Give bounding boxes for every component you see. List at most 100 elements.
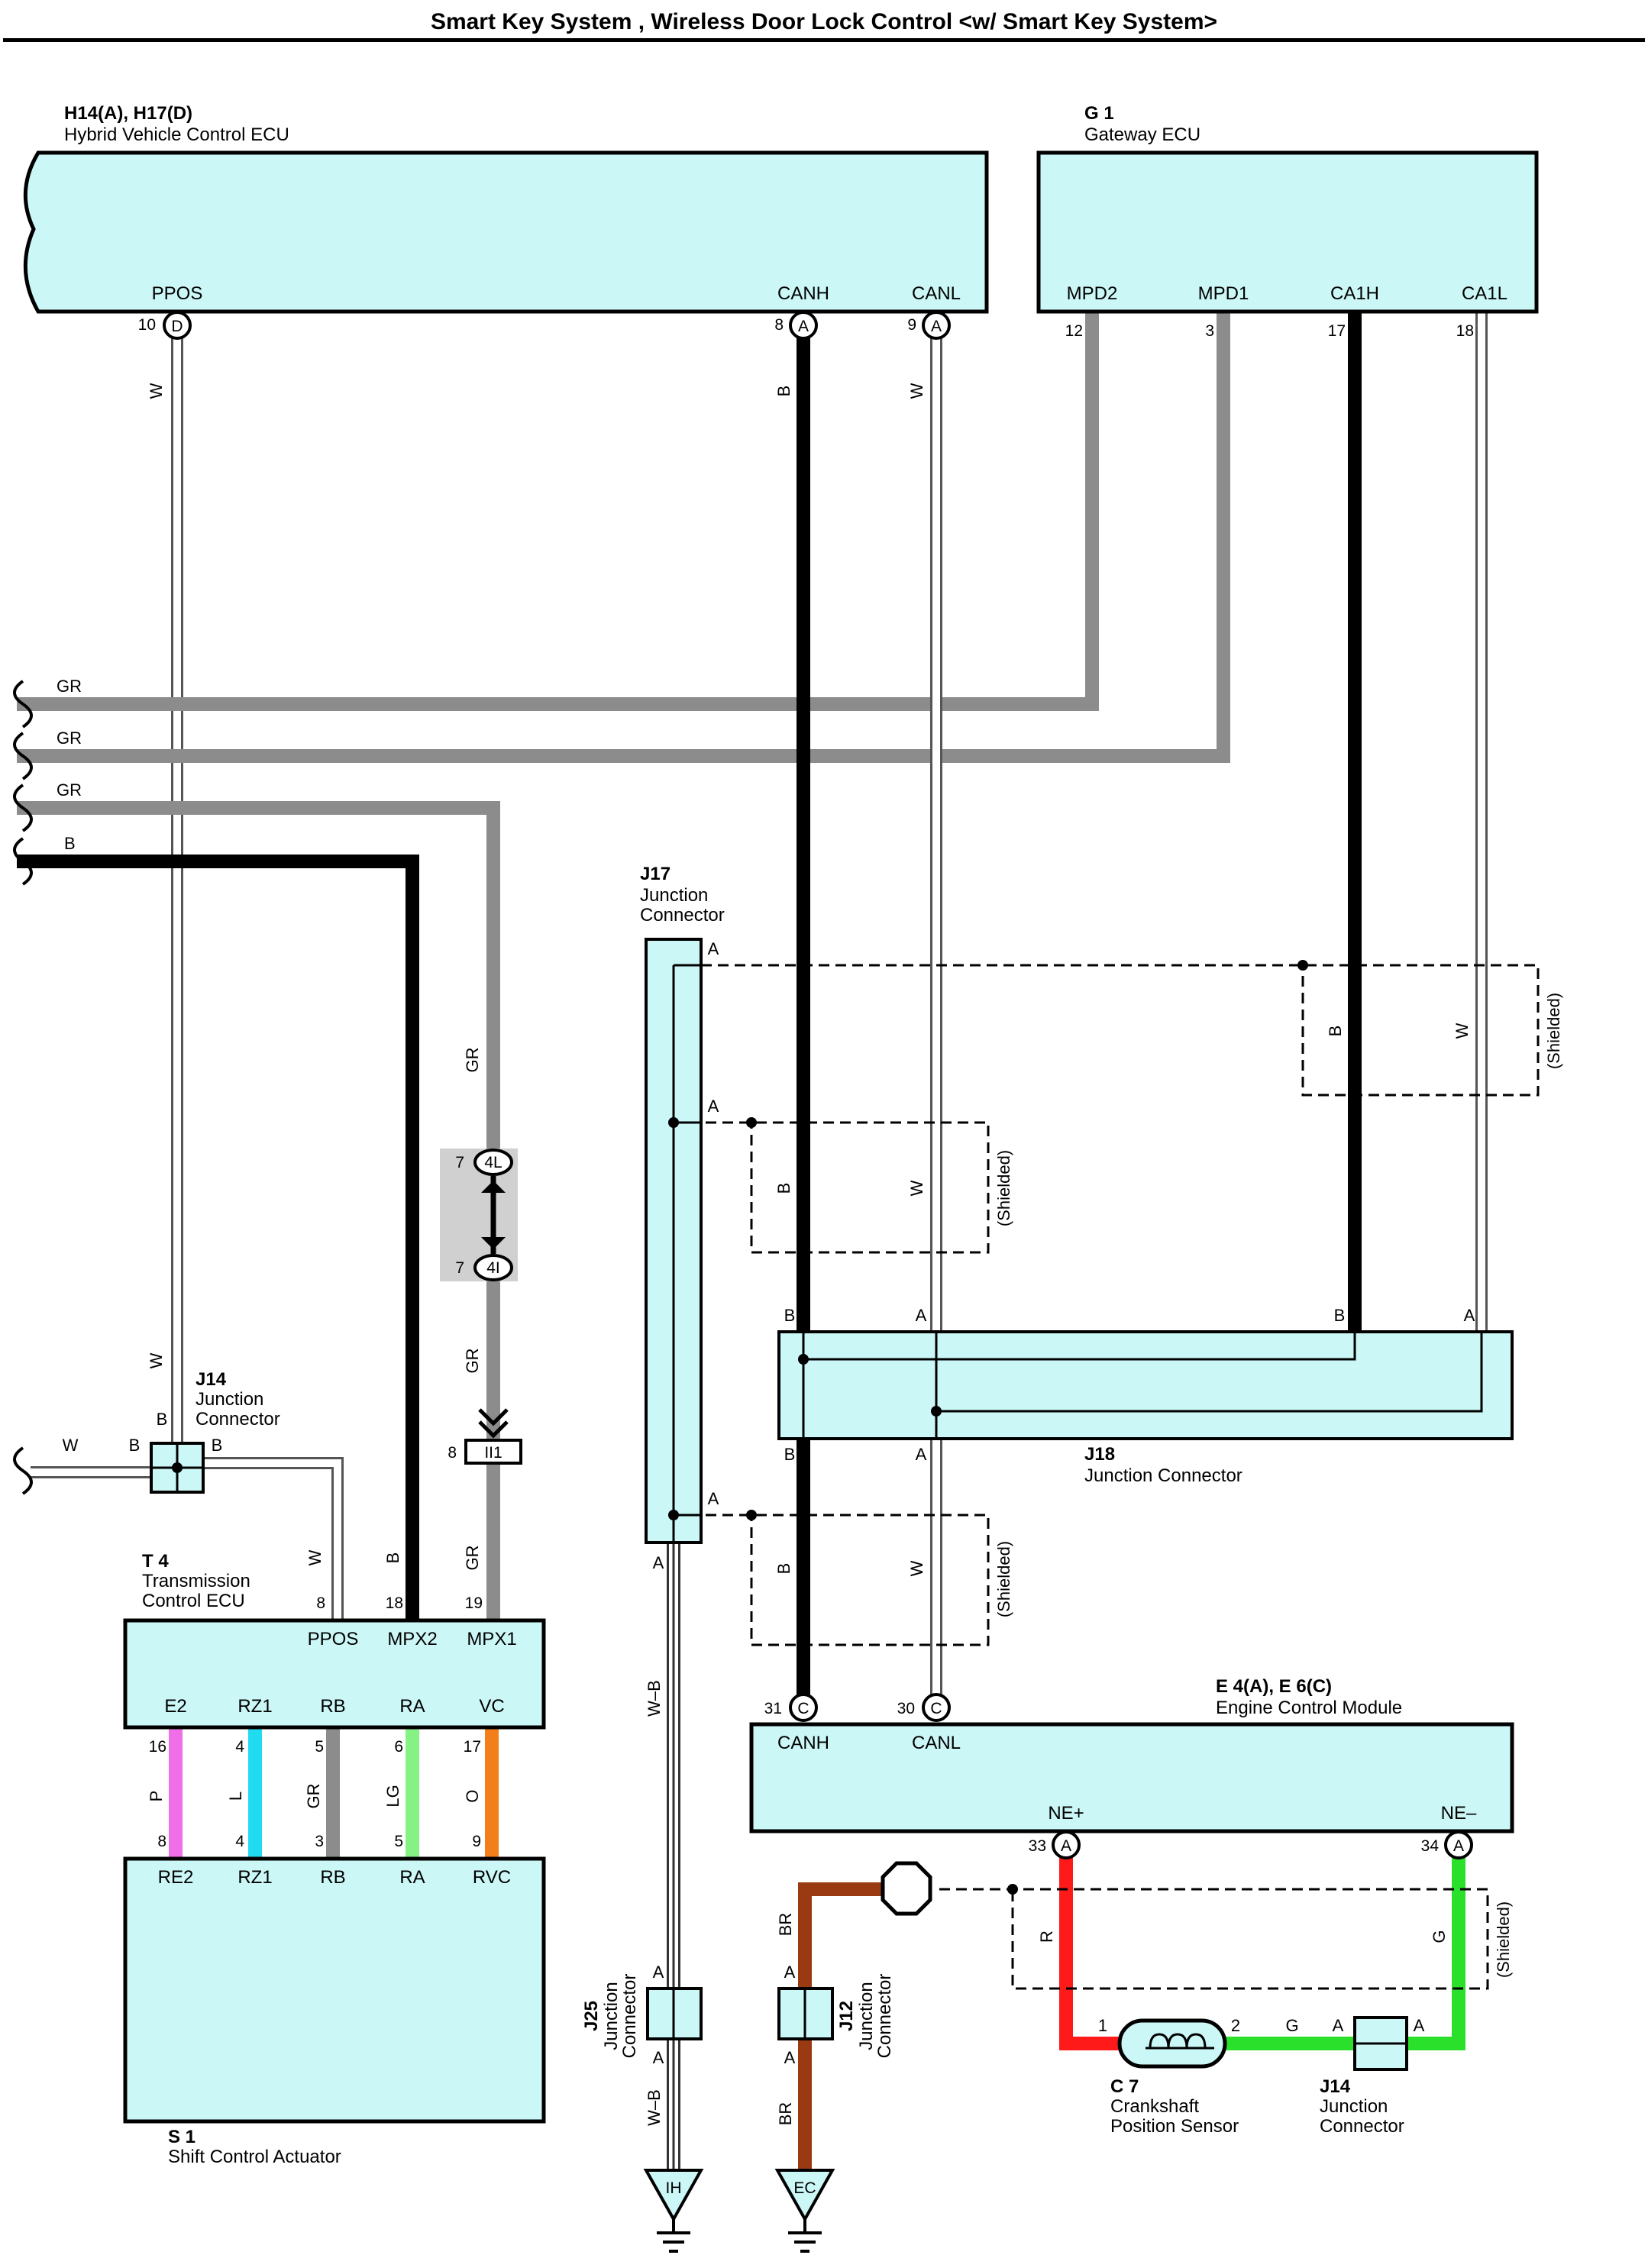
label-lg: LG — [383, 1785, 402, 1807]
hv-pin-ppos-num: 10 — [138, 316, 156, 334]
j12-junction: A A J12 Junction Connector — [777, 1963, 895, 2067]
ground-ih: IH — [643, 2169, 704, 2253]
gateway-code: G 1 — [1084, 103, 1114, 124]
diagram-title: Smart Key System , Wireless Door Lock Co… — [431, 9, 1217, 34]
hv-pin-canl-num: 9 — [907, 316, 916, 334]
ii1-label: II1 — [484, 1444, 502, 1462]
wire-labels-actuator: P L GR LG O — [147, 1784, 482, 1809]
wire-white-j14-branches — [31, 1457, 344, 1619]
tcm-pin-rb: RB — [320, 1696, 345, 1717]
ecm-ne-minus-conn: A — [1453, 1837, 1464, 1855]
label-gr-2: GR — [57, 729, 82, 748]
c7-name1: Crankshaft — [1110, 2096, 1199, 2117]
j14-lower-code: J14 — [1320, 2076, 1351, 2097]
conn-4l-pin: 7 — [455, 1154, 464, 1171]
label-w-ppos: W — [147, 383, 166, 399]
tcm-code: T 4 — [142, 1551, 169, 1572]
hv-pin-ppos-conn: D — [171, 318, 183, 335]
tcm-pin-rz1: RZ1 — [238, 1696, 272, 1717]
tcm-pin-mpx2: MPX2 — [387, 1629, 437, 1649]
conn-4l-label: 4L — [484, 1154, 502, 1171]
tcm-name1: Transmission — [142, 1571, 250, 1591]
wires — [17, 313, 1488, 2169]
label-gr-mpx1-mid: GR — [463, 1349, 482, 1374]
label-gr-1: GR — [57, 677, 82, 696]
tcm-num-6: 6 — [394, 1738, 403, 1756]
tcm-num-17: 17 — [464, 1738, 481, 1756]
wire-green-ecm — [1402, 1856, 1465, 2050]
j14-upper-name2: Connector — [195, 1409, 280, 1430]
shift-control-actuator: 8 4 3 5 9 RE2 RZ1 RB RA RVC S 1 Shift Co… — [123, 1833, 546, 2167]
j14-lower-junction: A A J14 Junction Connector — [1320, 2016, 1425, 2137]
shielded-label-4: (Shielded) — [1494, 1901, 1513, 1978]
j14-upper-junction: J14 Junction Connector B B B W — [63, 1369, 280, 1494]
gateway-pin-mpd1: MPD1 — [1198, 283, 1249, 304]
j12-pin-a-bottom: A — [784, 2048, 796, 2067]
label-b-tcm: B — [383, 1552, 402, 1564]
c7-code: C 7 — [1110, 2076, 1139, 2097]
tcm-num-19: 19 — [465, 1594, 483, 1612]
ecm-ne-minus-num: 34 — [1421, 1837, 1440, 1855]
shift-num-9: 9 — [472, 1833, 481, 1850]
j12-name1: Junction — [856, 1982, 877, 2050]
label-w-left-branch: W — [63, 1436, 79, 1455]
label-gr-mpx1-lower: GR — [463, 1546, 482, 1571]
j25-name2: Connector — [619, 1974, 640, 2059]
j12-pin-a-top: A — [784, 1963, 796, 1982]
j17-name1: Junction — [640, 885, 708, 906]
j18-code: J18 — [1084, 1444, 1115, 1465]
j18-name: Junction Connector — [1084, 1465, 1242, 1486]
ecm-pin-canl: CANL — [912, 1733, 961, 1753]
gateway-pin-mpd2: MPD2 — [1067, 283, 1118, 304]
shift-pin-ra: RA — [399, 1867, 425, 1888]
j25-pin-a-top: A — [653, 1963, 664, 1982]
label-br-upper: BR — [776, 1913, 795, 1937]
wire-gray-mpd1 — [17, 313, 1230, 763]
j17-name2: Connector — [640, 905, 725, 926]
j25-name1: Junction — [601, 1982, 622, 2050]
hv-ecu-name: Hybrid Vehicle Control ECU — [64, 124, 289, 145]
j17-pin-a4: A — [653, 1553, 664, 1572]
shift-pin-re2: RE2 — [158, 1867, 194, 1888]
engine-control-module: E 4(A), E 6(C) Engine Control Module C 3… — [749, 1676, 1514, 1859]
tcm-num-4: 4 — [235, 1738, 244, 1756]
j18-pin-a-top-left: A — [916, 1306, 927, 1325]
conn-4i-pin: 7 — [455, 1259, 464, 1277]
c7-pin-1: 1 — [1098, 2016, 1107, 2035]
hv-pin-canl: CANL — [912, 283, 961, 304]
shift-pin-rvc: RVC — [473, 1867, 511, 1888]
shielded-label-3: (Shielded) — [994, 1541, 1013, 1617]
wire-break-markers — [13, 680, 33, 1495]
j14-lower-name1: Junction — [1320, 2096, 1388, 2117]
ecm-ne-plus-conn: A — [1061, 1837, 1071, 1855]
ground-ec: EC — [774, 2169, 835, 2253]
crankshaft-position-sensor: 1 2 C 7 Crankshaft Position Sensor — [1098, 2016, 1240, 2137]
label-g-horizontal: G — [1285, 2016, 1298, 2035]
title-rule — [3, 38, 1645, 42]
conn-4i-label: 4I — [486, 1259, 500, 1277]
ecm-canh-num: 31 — [764, 1700, 782, 1717]
label-b-1: B — [64, 834, 76, 853]
hv-pin-canh-conn: A — [798, 318, 809, 335]
c7-name2: Position Sensor — [1110, 2116, 1239, 2137]
gateway-name: Gateway ECU — [1084, 124, 1200, 145]
wire-brown — [798, 1882, 886, 2169]
hv-pin-ppos: PPOS — [152, 283, 203, 304]
gateway-num-18: 18 — [1456, 322, 1474, 340]
wire-gray-mpd2 — [17, 313, 1099, 711]
wire-gray-mpx1 — [17, 801, 500, 1619]
label-w-tcm: W — [305, 1549, 325, 1565]
j17-pin-a1: A — [708, 939, 719, 958]
j14-lower-pin-a-right: A — [1414, 2016, 1425, 2035]
ecm-canh-conn: C — [797, 1700, 809, 1717]
label-gr-rb: GR — [304, 1784, 323, 1809]
shift-num-3: 3 — [315, 1833, 324, 1850]
shield-crank-sensor: (Shielded) — [939, 1884, 1513, 1990]
label-p: P — [147, 1791, 166, 1802]
j25-pin-a-bottom: A — [653, 2048, 664, 2067]
shift-num-5: 5 — [394, 1833, 403, 1850]
transmission-ecu: T 4 Transmission Control ECU W B 8 18 19… — [123, 1549, 546, 1756]
ground-ec-label: EC — [793, 2179, 816, 2197]
shielded-label-2: (Shielded) — [994, 1150, 1013, 1226]
